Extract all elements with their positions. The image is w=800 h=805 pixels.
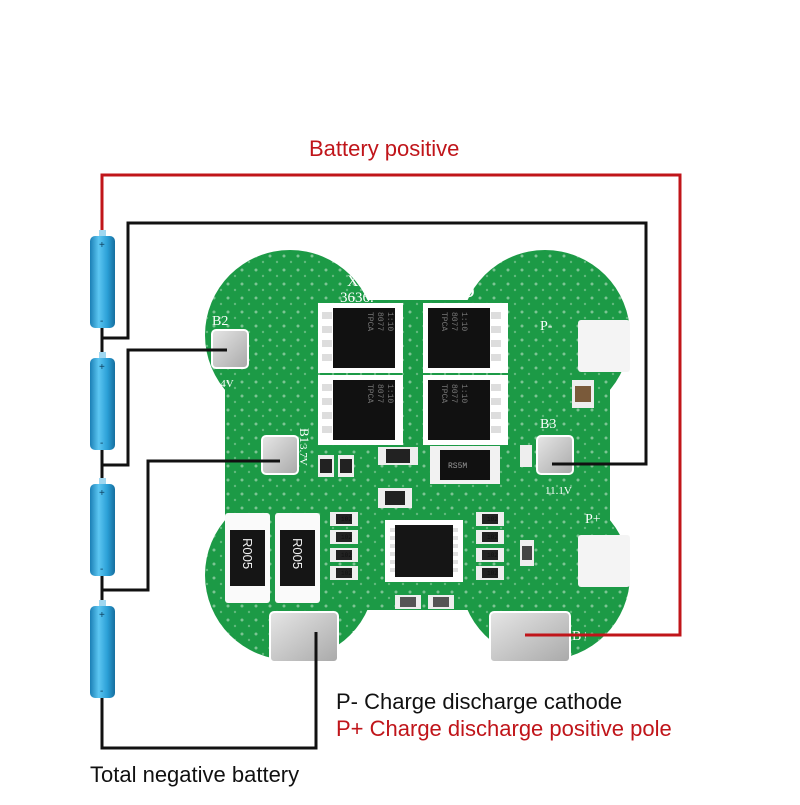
- smd-mark: 102: [341, 570, 352, 577]
- wire-negative: [100, 632, 318, 750]
- mosfet-mark: TPCA: [439, 312, 448, 331]
- diode-mark: RS5M: [448, 462, 467, 471]
- total-negative-label: Total negative battery: [90, 762, 300, 787]
- diode-component: RS5M: [430, 446, 500, 484]
- pad-label-p-minus: P-: [540, 319, 553, 334]
- resistor-mark: R005: [240, 538, 255, 569]
- battery-positive-wire: [100, 173, 682, 637]
- pad-b-plus: [489, 611, 571, 663]
- mosfet-chip: [423, 375, 508, 445]
- battery-cell: [90, 352, 115, 450]
- mosfet-array: [318, 303, 508, 445]
- pad-label-b3: B3: [540, 417, 556, 432]
- smd-mark: 102: [487, 516, 498, 523]
- mosfet-mark: TPCA: [365, 384, 374, 403]
- sense-resistors: R005 R005: [225, 513, 320, 603]
- battery-minus-sign: -: [100, 564, 103, 575]
- battery-plus-sign: +: [99, 610, 105, 621]
- battery-minus-sign: -: [100, 686, 103, 697]
- resistor-mark: R005: [290, 538, 305, 569]
- pad-p-plus: [578, 535, 630, 587]
- mosfet-mark: 1:10: [459, 384, 468, 403]
- battery-stack: [90, 230, 115, 698]
- solder-pads: [211, 320, 630, 663]
- battery-cell: [90, 230, 115, 328]
- pad-label-p-plus: P+: [585, 512, 601, 527]
- smd-mark: 102: [487, 570, 498, 577]
- battery-cell: [90, 478, 115, 576]
- pad-voltage-b3: 11.1V: [545, 485, 572, 497]
- pad-p-minus: [578, 320, 630, 372]
- control-ic: [385, 520, 463, 582]
- mosfet-mark: 8077: [449, 384, 458, 403]
- smd-mark: 102: [341, 552, 352, 559]
- mosfet-mark: 1:10: [385, 384, 394, 403]
- pad-label-b1: B1: [297, 428, 312, 443]
- p-minus-label: P- Charge discharge cathode: [336, 689, 623, 714]
- mosfet-chip: [318, 303, 403, 373]
- pad-b1: [261, 435, 299, 475]
- mosfet-mark: TPCA: [365, 312, 374, 331]
- pad-voltage-b1: 3.7V: [297, 444, 309, 466]
- board-model-line1: XR: [347, 273, 370, 290]
- mosfet-mark: 8077: [375, 312, 384, 331]
- battery-minus-sign: -: [100, 316, 103, 327]
- smd-mark: 102: [341, 534, 352, 541]
- board-series-label: 4S: [448, 274, 475, 303]
- mosfet-mark: TPCA: [439, 384, 448, 403]
- smd-mark: 102: [487, 552, 498, 559]
- pad-b-minus: [269, 611, 339, 663]
- battery-plus-sign: +: [99, 362, 105, 373]
- mosfet-chip: [318, 375, 403, 445]
- p-plus-label: P+ Charge discharge positive pole: [336, 716, 672, 741]
- pad-label-b2: B2: [212, 314, 228, 329]
- pad-voltage-b-plus: 14.8V: [447, 622, 474, 634]
- mosfet-chip: [423, 303, 508, 373]
- battery-plus-sign: +: [99, 488, 105, 499]
- pad-label-b-minus: B-: [352, 629, 366, 644]
- mosfet-mark: 1:10: [385, 312, 394, 331]
- battery-minus-sign: -: [100, 438, 103, 449]
- board-model-line2: 3636.: [340, 290, 374, 306]
- smd-mark: 102: [341, 516, 352, 523]
- mosfet-mark: 8077: [375, 384, 384, 403]
- smd-mark: 102: [487, 534, 498, 541]
- pad-b3: [536, 435, 574, 475]
- battery-plus-sign: +: [99, 240, 105, 251]
- mosfet-mark: 8077: [449, 312, 458, 331]
- pad-voltage-b2: 7.4V: [212, 378, 234, 390]
- battery-cell: [90, 600, 115, 698]
- mosfet-mark: 1:10: [459, 312, 468, 331]
- smd-components: [318, 380, 594, 609]
- battery-positive-label: Battery positive: [309, 136, 460, 161]
